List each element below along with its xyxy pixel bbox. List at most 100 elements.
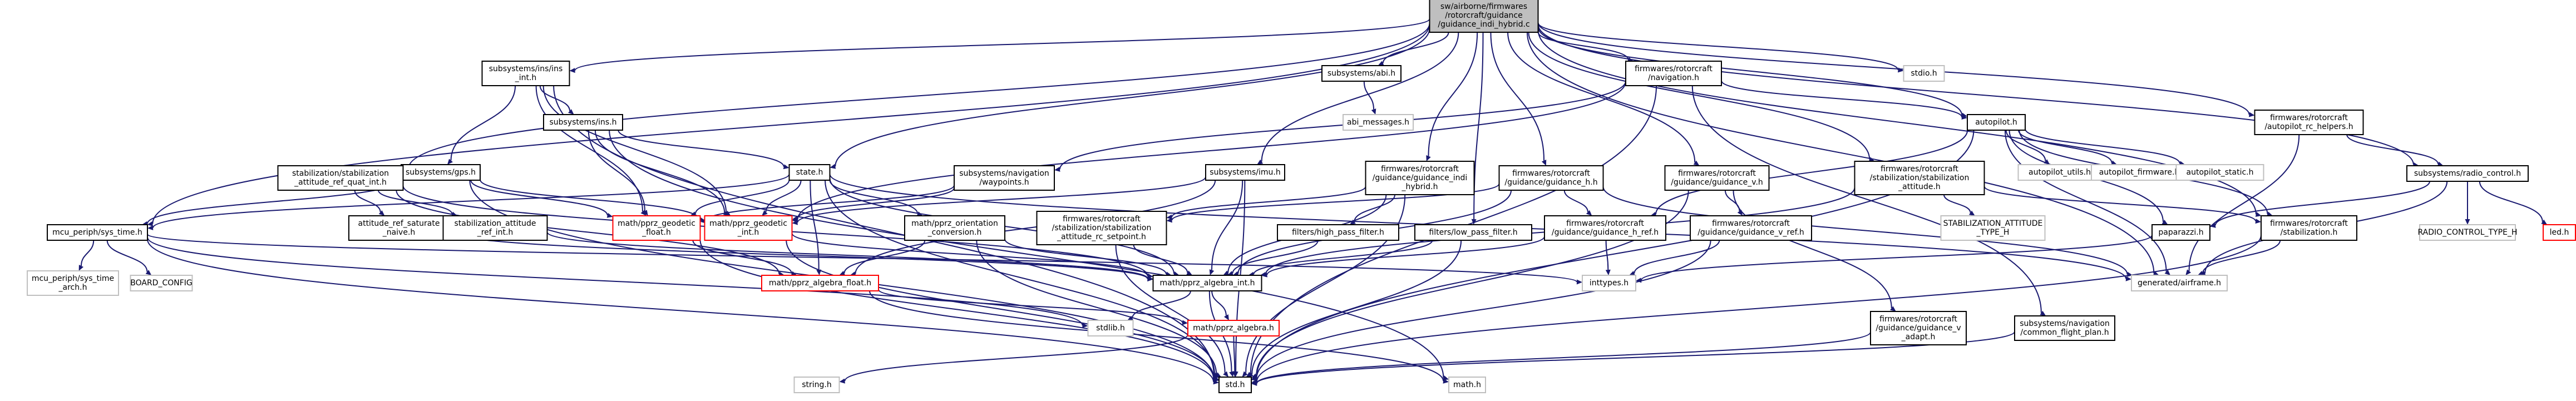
node-stab-rc[interactable]: firmwares/rotorcraft/stabilization/stabi…	[1036, 211, 1167, 245]
edge-guid_v_ref-to-inttypes	[1634, 240, 1720, 274]
node-abi-msg[interactable]: abi_messages.h	[1343, 114, 1414, 131]
node-label-line: attitude_ref_saturate	[358, 219, 440, 228]
edge-alg_int-to-alg	[1211, 290, 1227, 316]
node-alg-float[interactable]: math/pprz_algebra_float.h	[761, 275, 879, 291]
node-box	[2261, 215, 2357, 241]
node-ap-rc[interactable]: firmwares/rotorcraft/autopilot_rc_helper…	[2254, 110, 2364, 135]
node-hpf[interactable]: filters/high_pass_filter.h	[1277, 224, 1399, 241]
node-stab-type[interactable]: STABILIZATION_ATTITUDE_TYPE_H	[1940, 215, 2046, 241]
node-label-line: stdlib.h	[1096, 324, 1125, 333]
node-label-line: generated/airframe.h	[2138, 279, 2221, 288]
node-orient[interactable]: math/pprz_orientation_conversion.h	[904, 215, 1005, 241]
node-led[interactable]: led.h	[2543, 224, 2576, 241]
node-guid-v-ref[interactable]: firmwares/rotorcraft/guidance/guidance_v…	[1690, 215, 1812, 241]
node-alg-int[interactable]: math/pprz_algebra_int.h	[1152, 275, 1262, 291]
node-label-line: BOARD_CONFIG	[130, 279, 193, 288]
node-waypoints[interactable]: subsystems/navigation/waypoints.h	[954, 165, 1055, 191]
node-label-line: _ref_int.h	[477, 228, 514, 237]
node-root[interactable]: sw/airborne/firmwares/rotorcraft/guidanc…	[1429, 0, 1539, 33]
node-rc-type[interactable]: RADIO_CONTROL_TYPE_H	[2418, 224, 2518, 241]
node-gps[interactable]: subsystems/gps.h	[401, 164, 481, 181]
edge-arrowhead	[1227, 271, 1234, 276]
node-label-line: mcu_periph/sys_time	[32, 274, 114, 283]
node-label-line: /rotorcraft/guidance	[1445, 11, 1522, 20]
node-nav[interactable]: firmwares/rotorcraft/navigation.h	[1625, 61, 1722, 86]
node-ap-utils[interactable]: autopilot_utils.h	[2017, 164, 2102, 181]
node-box	[2419, 224, 2516, 241]
node-stab-ref[interactable]: stabilization/stabilization_attitude_ref…	[277, 165, 404, 191]
graph-edges	[78, 18, 2548, 386]
node-stab-attref-int[interactable]: stabilization_attitude_ref_int.h	[442, 215, 548, 241]
edge-arrowhead	[1629, 271, 1636, 276]
edge-stab_attref_int-to-alg_int	[546, 231, 1148, 279]
node-label-line: /guidance/guidance_indi	[1373, 174, 1468, 182]
node-guid-h-ref[interactable]: firmwares/rotorcraft/guidance/guidance_h…	[1544, 215, 1666, 241]
node-ap-fw[interactable]: autopilot_firmware.h	[2091, 164, 2188, 181]
node-label-line: subsystems/ins.h	[549, 118, 616, 127]
node-radio[interactable]: subsystems/radio_control.h	[2406, 165, 2529, 182]
node-box	[954, 165, 1055, 191]
edge-ins_int-to-geodetic_float	[535, 85, 643, 212]
node-geodetic-int[interactable]: math/pprz_geodetic_int.h	[704, 215, 793, 241]
node-airframe[interactable]: generated/airframe.h	[2131, 275, 2228, 291]
node-guid-v-adapt[interactable]: firmwares/rotorcraft/guidance/guidance_v…	[1870, 311, 1967, 345]
edge-root-to-stab_att	[1528, 32, 1871, 160]
edge-stab_ref-to-stab_attref_int	[377, 190, 453, 215]
edge-arrowhead	[1541, 160, 1547, 166]
node-inttypes[interactable]: inttypes.h	[1582, 275, 1636, 291]
node-stdio[interactable]: stdio.h	[1903, 65, 1945, 82]
edge-autopilot-to-ap_utils	[2005, 130, 2046, 161]
edge-arrowhead	[1251, 375, 1257, 381]
node-stab-att[interactable]: firmwares/rotorcraft/stabilization/stabi…	[1854, 161, 1985, 195]
edge-waypoints-to-geodetic_int	[797, 187, 955, 219]
node-flight-plan[interactable]: subsystems/navigation/common_flight_plan…	[2014, 315, 2115, 341]
node-state[interactable]: state.h	[788, 164, 831, 181]
node-sys-time[interactable]: mcu_periph/sys_time.h	[47, 224, 148, 241]
node-imu[interactable]: subsystems/imu.h	[1205, 164, 1285, 181]
node-stdh[interactable]: std.h	[1218, 377, 1252, 393]
node-label-line: _float.h	[641, 228, 671, 237]
edge-stab_rc-to-alg_int	[1133, 244, 1188, 273]
node-label-line: subsystems/radio_control.h	[2414, 169, 2521, 178]
edge-stab-to-stdh	[1256, 235, 2262, 382]
node-sys-time-arch[interactable]: mcu_periph/sys_time_arch.h	[27, 270, 119, 296]
edge-arrowhead	[1223, 314, 1229, 320]
edge-arrowhead	[1636, 278, 1642, 283]
node-guid-v[interactable]: firmwares/rotorcraft/guidance/guidance_v…	[1664, 165, 1770, 191]
edge-arrowhead	[783, 164, 789, 170]
node-paparazzi[interactable]: paparazzi.h	[2151, 224, 2210, 241]
node-box	[1903, 65, 1945, 82]
edge-nav-to-geodetic_int	[797, 81, 1626, 220]
node-label-line: firmwares/rotorcraft	[1512, 169, 1590, 178]
node-guid-indi[interactable]: firmwares/rotorcraft/guidance/guidance_i…	[1365, 161, 1475, 195]
node-lpf[interactable]: filters/low_pass_filter.h	[1414, 224, 1532, 241]
node-stab[interactable]: firmwares/rotorcraft/stabilization.h	[2261, 215, 2357, 241]
edge-alg_float-to-alg	[878, 289, 1183, 323]
node-string[interactable]: string.h	[793, 377, 840, 393]
node-label-line: _attitude.h	[1898, 182, 1941, 191]
node-board[interactable]: BOARD_CONFIG	[130, 275, 193, 291]
node-geodetic-float[interactable]: math/pprz_geodetic_float.h	[612, 215, 701, 241]
edge-hpf-to-alg_int	[1232, 240, 1319, 274]
edge-ahrs-to-abi_msg	[1363, 81, 1374, 110]
node-box	[1582, 275, 1636, 291]
node-math[interactable]: math.h	[1448, 377, 1486, 393]
node-alg[interactable]: math/pprz_algebra.h	[1187, 320, 1280, 336]
node-attref-sat[interactable]: attitude_ref_saturate_naive.h	[348, 215, 450, 241]
node-label-line: abi_messages.h	[1347, 118, 1409, 127]
node-ahrs[interactable]: subsystems/abi.h	[1321, 65, 1401, 82]
edge-ins-to-geodetic_float	[588, 130, 646, 211]
node-box	[1321, 65, 1401, 82]
node-box	[1870, 311, 1967, 345]
node-box	[543, 114, 623, 131]
node-label-line: /waypoints.h	[979, 178, 1029, 187]
node-guid-h[interactable]: firmwares/rotorcraft/guidance/guidance_h…	[1498, 165, 1604, 191]
node-ap-static[interactable]: autopilot_static.h	[2175, 164, 2264, 181]
node-autopilot[interactable]: autopilot.h	[1967, 114, 2026, 131]
edge-state-to-geodetic_float	[694, 180, 790, 214]
edge-arrowhead	[1961, 115, 1967, 120]
node-ins-int[interactable]: subsystems/ins/ins_int.h	[481, 61, 570, 86]
node-label-line: state.h	[796, 168, 823, 177]
node-ins[interactable]: subsystems/ins.h	[543, 114, 623, 131]
node-stdlib[interactable]: stdlib.h	[1087, 320, 1134, 336]
